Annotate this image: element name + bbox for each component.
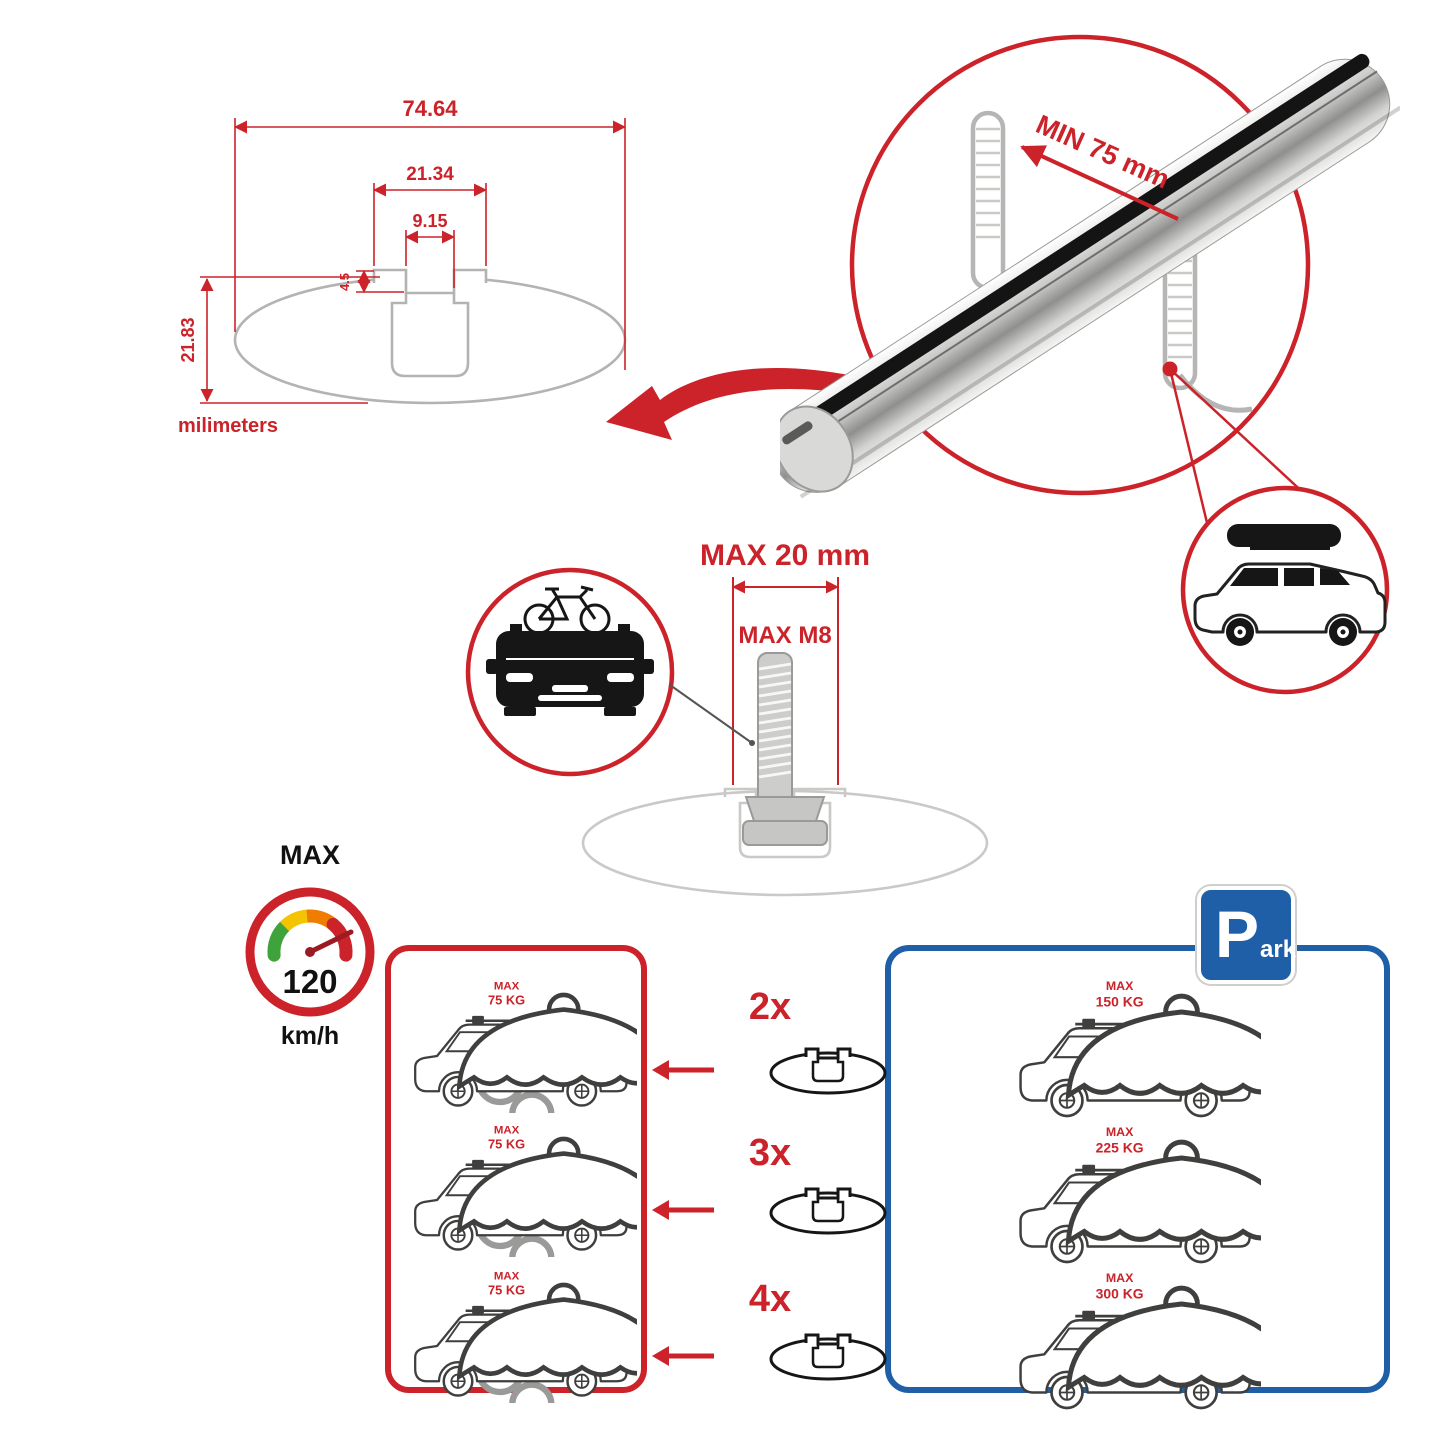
cargo-weight-label: 75 KG bbox=[488, 1283, 525, 1298]
park-sign-rest: ark bbox=[1260, 936, 1297, 963]
car-with-cargo-150kg: MAX 150 KG bbox=[1003, 955, 1261, 1124]
car-with-cargo-300kg: MAX 300 KG bbox=[1003, 1247, 1261, 1416]
cargo-weight-label: 300 KG bbox=[1096, 1286, 1144, 1302]
clamp-point-marker bbox=[1162, 361, 1178, 377]
cargo-weight-label: 75 KG bbox=[488, 993, 525, 1008]
speed-max-label: MAX bbox=[280, 840, 340, 870]
car-front-icon bbox=[486, 624, 654, 716]
cargo-max-label: MAX bbox=[494, 980, 520, 992]
car-with-cargo-75kg: MAX 75 KG bbox=[399, 1101, 637, 1257]
cargo-max-label: MAX bbox=[1106, 1125, 1134, 1139]
cargo-weight-label: 75 KG bbox=[488, 1137, 525, 1152]
crossbar-dimension-diagram: 74.64 21.34 9.15 4.5 21.83 milimeters bbox=[178, 96, 627, 437]
t-bolt-icon bbox=[742, 652, 828, 846]
cargo-max-label: MAX bbox=[1106, 979, 1134, 993]
left-arrow-icon bbox=[652, 1346, 669, 1366]
suv-roofbox-badge bbox=[1180, 485, 1390, 695]
crossbar-profile-icon bbox=[771, 1049, 885, 1093]
crossbar-profile-icon bbox=[771, 1189, 885, 1233]
speed-value: 120 bbox=[282, 963, 337, 1000]
bar-count-row-icon bbox=[652, 1184, 888, 1236]
car-with-cargo-225kg: MAX 225 KG bbox=[1003, 1101, 1261, 1270]
bar-count-row-icon bbox=[652, 1044, 888, 1096]
car-with-cargo-75kg: MAX 75 KG bbox=[399, 1247, 637, 1403]
bar-count-label: 3x bbox=[748, 1132, 792, 1174]
cargo-max-label: MAX bbox=[494, 1124, 520, 1136]
suv-roofbox-icon bbox=[1193, 524, 1387, 646]
gauge-arc-segments bbox=[267, 909, 353, 962]
bolt-diagram: MAX 20 mm MAX M8 bbox=[465, 539, 989, 897]
crossbar-profile-icon bbox=[771, 1335, 885, 1379]
min-clamp-arrow bbox=[1020, 145, 1179, 221]
bar-count-row-icon bbox=[652, 1330, 888, 1382]
dim-height: 21.83 bbox=[178, 317, 198, 362]
bar-count-2x: 2x bbox=[700, 986, 840, 1029]
bar-count-3x: 3x bbox=[700, 1132, 840, 1175]
crossbar-profile-drawing bbox=[233, 268, 627, 405]
max-length-label: MAX 20 mm bbox=[700, 539, 870, 572]
cargo-max-label: MAX bbox=[1106, 1271, 1134, 1285]
bar-count-label: 4x bbox=[748, 1278, 792, 1320]
speed-limit-gauge: MAX 120 km/h bbox=[245, 840, 375, 1050]
speed-unit: km/h bbox=[281, 1022, 339, 1050]
dim-slot-inner: 9.15 bbox=[412, 211, 447, 231]
bike-car-badge bbox=[465, 567, 755, 777]
dim-slot-outer: 21.34 bbox=[406, 164, 454, 185]
moving-load-panel: MAX 75 KG MAX 75 KG MAX 75 KG bbox=[385, 945, 647, 1393]
crossbar-closeup: MIN 75 mm bbox=[780, 34, 1400, 695]
cargo-max-label: MAX bbox=[494, 1270, 520, 1282]
park-sign: P ark bbox=[1197, 886, 1297, 984]
detail-circle bbox=[849, 34, 1311, 496]
left-arrow-icon bbox=[652, 1060, 669, 1080]
pointer-arrow bbox=[606, 367, 854, 440]
unit-label: milimeters bbox=[178, 415, 278, 437]
car-with-cargo-75kg: MAX 75 KG bbox=[399, 957, 637, 1113]
aluminum-bar bbox=[780, 53, 1400, 499]
dimension-lines bbox=[200, 118, 626, 404]
left-arrow-icon bbox=[652, 1200, 669, 1220]
dim-total-width: 74.64 bbox=[402, 96, 458, 121]
parked-load-panel: MAX 150 KG MAX 225 KG MAX 300 KG bbox=[885, 945, 1390, 1393]
bar-count-4x: 4x bbox=[700, 1278, 840, 1321]
min-clamp-label: MIN 75 mm bbox=[1032, 109, 1174, 194]
dim-step: 4.5 bbox=[337, 273, 352, 291]
bar-count-label: 2x bbox=[748, 986, 792, 1028]
cargo-weight-label: 225 KG bbox=[1096, 1140, 1144, 1156]
cargo-weight-label: 150 KG bbox=[1096, 994, 1144, 1010]
park-sign-letter: P bbox=[1215, 897, 1260, 971]
gauge-needle bbox=[307, 929, 354, 955]
max-thread-label: MAX M8 bbox=[738, 622, 831, 649]
